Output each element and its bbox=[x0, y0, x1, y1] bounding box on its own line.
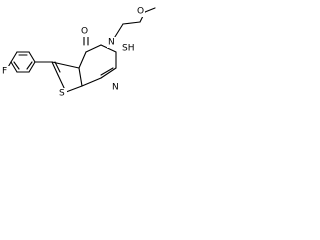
pyrimidinone-ring bbox=[78, 44, 117, 87]
thiophene-ring bbox=[51, 61, 83, 93]
sulfur-thiophene-label: S bbox=[59, 89, 65, 99]
nitrogen-amide-label: N bbox=[108, 38, 115, 48]
fluorophenyl-ring bbox=[6, 51, 36, 73]
fluorine-label: F bbox=[2, 67, 7, 77]
nitrogen-ring-label: N bbox=[112, 83, 119, 93]
methoxyethyl-chain bbox=[112, 7, 156, 41]
oxygen-carbonyl-label: O bbox=[81, 27, 88, 37]
oxygen-methoxy-label: O bbox=[137, 7, 144, 17]
chemical-structure: O N O SH N S F bbox=[2, 6, 156, 99]
sulfur-thiol-label: SH bbox=[122, 44, 134, 54]
